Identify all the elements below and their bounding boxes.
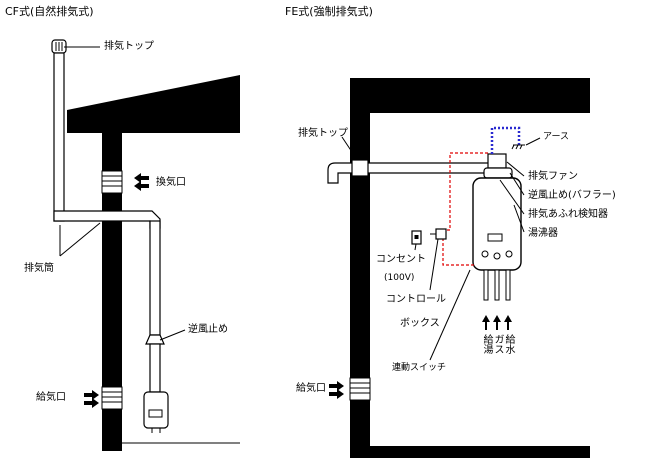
cf-ventilation-label: 換気口 — [156, 177, 186, 188]
cf-supply-arrow-1 — [84, 390, 99, 400]
cf-indoor-pipe — [149, 220, 161, 336]
fe-supply-opening — [349, 377, 371, 401]
cf-exhaust-top-label: 排気トップ — [104, 41, 154, 52]
fe-water-heater — [472, 177, 522, 271]
fe-box-label: ボックス — [400, 318, 440, 329]
fe-voltage-label: (100V) — [384, 273, 415, 283]
cf-supply-opening — [101, 386, 123, 410]
fe-water-label: 給水 — [503, 334, 514, 354]
cf-roof — [67, 75, 240, 133]
fe-arrow-gas — [493, 315, 501, 330]
fe-earth-wire — [490, 126, 521, 154]
fe-control-box — [435, 228, 447, 240]
fe-earth-label: アース — [543, 132, 570, 142]
fe-pipe-hotwater — [483, 269, 489, 301]
cf-title: CF式(自然排気式) — [5, 5, 94, 18]
fe-pipe-gas — [494, 269, 500, 301]
cf-stack — [53, 52, 65, 222]
fe-hotwater-label: 給湯 — [481, 334, 492, 354]
fe-exhaust-fan — [487, 153, 507, 169]
fe-backdraft-label: 逆風止め(バフラー) — [528, 190, 616, 201]
fe-supply-arrow-1 — [329, 381, 344, 391]
fe-linked-switch-label: 連動スイッチ — [392, 363, 447, 373]
cf-supply-arrow-2 — [84, 398, 99, 408]
cf-vent-arrow-2 — [134, 181, 149, 191]
fe-ceiling — [350, 78, 590, 113]
fe-overflow-detector-label: 排気あふれ検知器 — [528, 209, 608, 220]
fe-arrow-hotwater — [482, 315, 490, 330]
cf-vent-arrow-1 — [134, 173, 149, 183]
cf-vent-opening — [101, 170, 123, 194]
fe-control-wire — [446, 152, 488, 231]
fe-supply-arrow-2 — [329, 389, 344, 399]
fe-exhaust-top-label: 排気トップ — [298, 128, 348, 139]
fe-gas-label: ガス — [492, 334, 503, 354]
fe-pipe-water — [505, 269, 511, 301]
fe-control-label: コントロール — [386, 294, 446, 305]
fe-control-wire-2 — [442, 238, 474, 266]
cf-backdraft-stop — [145, 334, 165, 345]
cf-air-supply-label: 給気口 — [36, 392, 66, 403]
fe-outlet-label: コンセント — [376, 254, 426, 265]
fe-exhaust-fan-label: 排気ファン — [528, 171, 578, 182]
fe-floor — [350, 446, 590, 458]
fe-arrow-water — [504, 315, 512, 330]
cf-backdraft-stop-label: 逆風止め — [188, 324, 228, 335]
fe-air-supply-label: 給気口 — [296, 383, 326, 394]
cf-exhaust-pipe-label: 排気筒 — [24, 263, 54, 274]
fe-water-heater-label: 湯沸器 — [528, 228, 558, 239]
fe-title: FE式(強制排気式) — [285, 5, 373, 18]
